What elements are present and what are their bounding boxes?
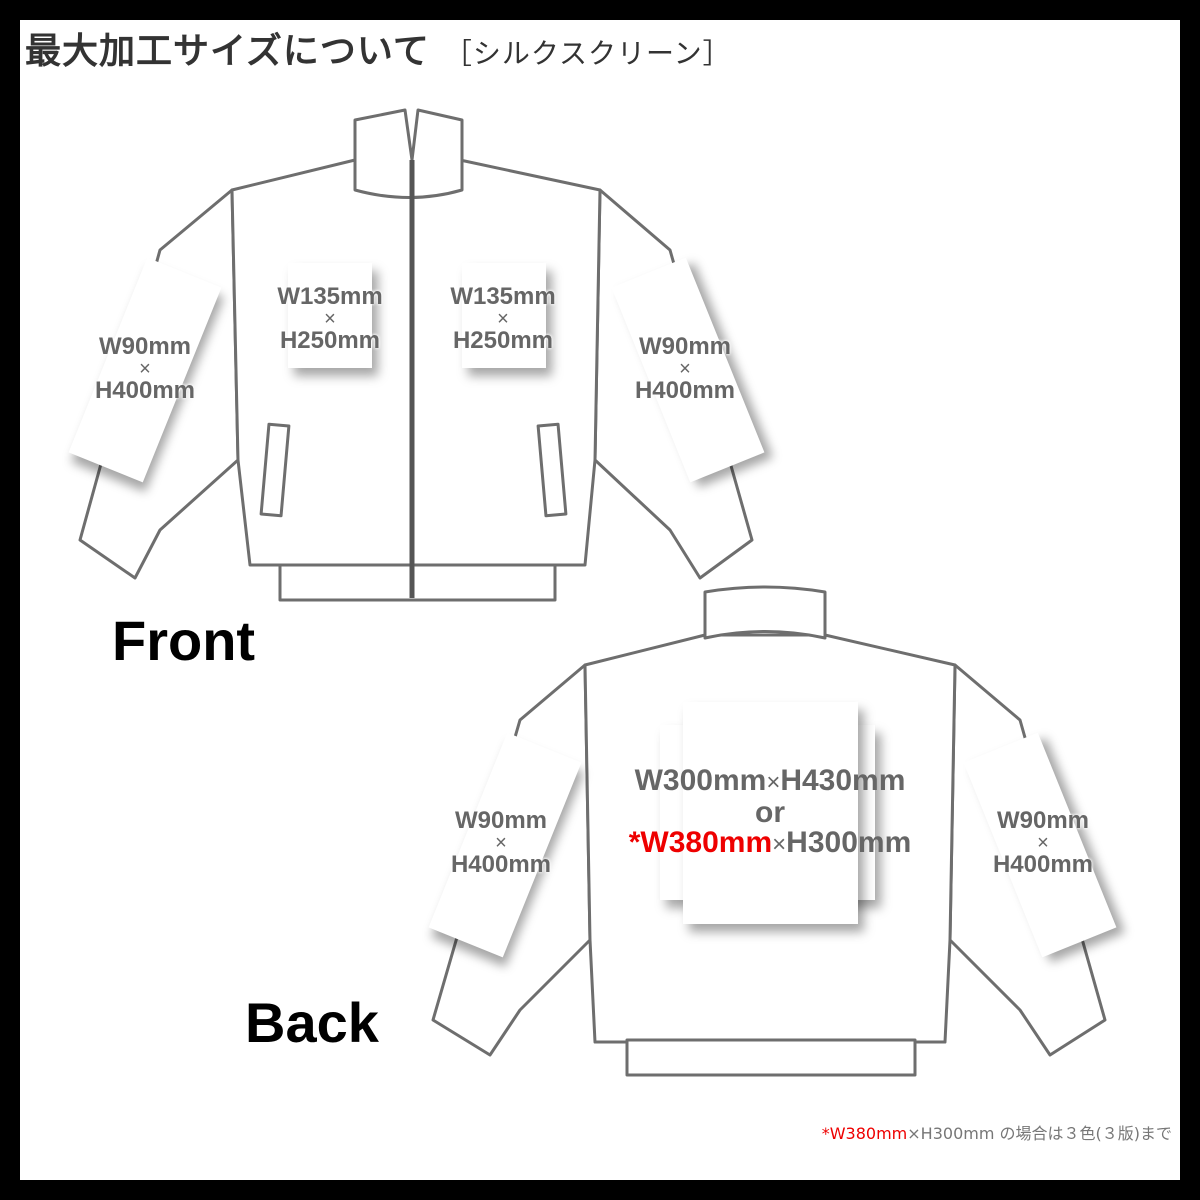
back-center-label: W300mm×H430mm or *W380mm×H300mm — [628, 764, 912, 859]
front-hem — [278, 563, 557, 602]
front-collar — [353, 108, 464, 199]
front-left-sleeve-label: W90mm×H400mm — [94, 333, 196, 404]
page-title: 最大加工サイズについて ［シルクスクリーン］ — [25, 22, 732, 74]
front-right-chest-label: W135mm×H250mm — [450, 283, 556, 354]
front-left-chest-area — [288, 263, 372, 368]
footnote: *W380mm×H300mm の場合は３色(３版)まで — [821, 1124, 1172, 1143]
back-collar — [703, 585, 827, 640]
front-left-chest-label: W135mm×H250mm — [277, 283, 383, 354]
title-method: ［シルクスクリーン］ — [443, 37, 732, 70]
back-left-sleeve-label: W90mm×H400mm — [450, 807, 552, 878]
back-right-sleeve-label: W90mm×H400mm — [992, 807, 1094, 878]
back-center-area-tall — [683, 702, 858, 924]
back-hem — [625, 1038, 917, 1077]
front-label: Front — [112, 609, 256, 672]
front-right-chest-area — [462, 263, 546, 368]
back-label: Back — [245, 991, 379, 1054]
front-right-sleeve-label: W90mm×H400mm — [634, 333, 736, 404]
right-pocket — [536, 422, 568, 518]
title-main: 最大加工サイズについて — [25, 31, 430, 72]
left-pocket — [259, 422, 291, 518]
